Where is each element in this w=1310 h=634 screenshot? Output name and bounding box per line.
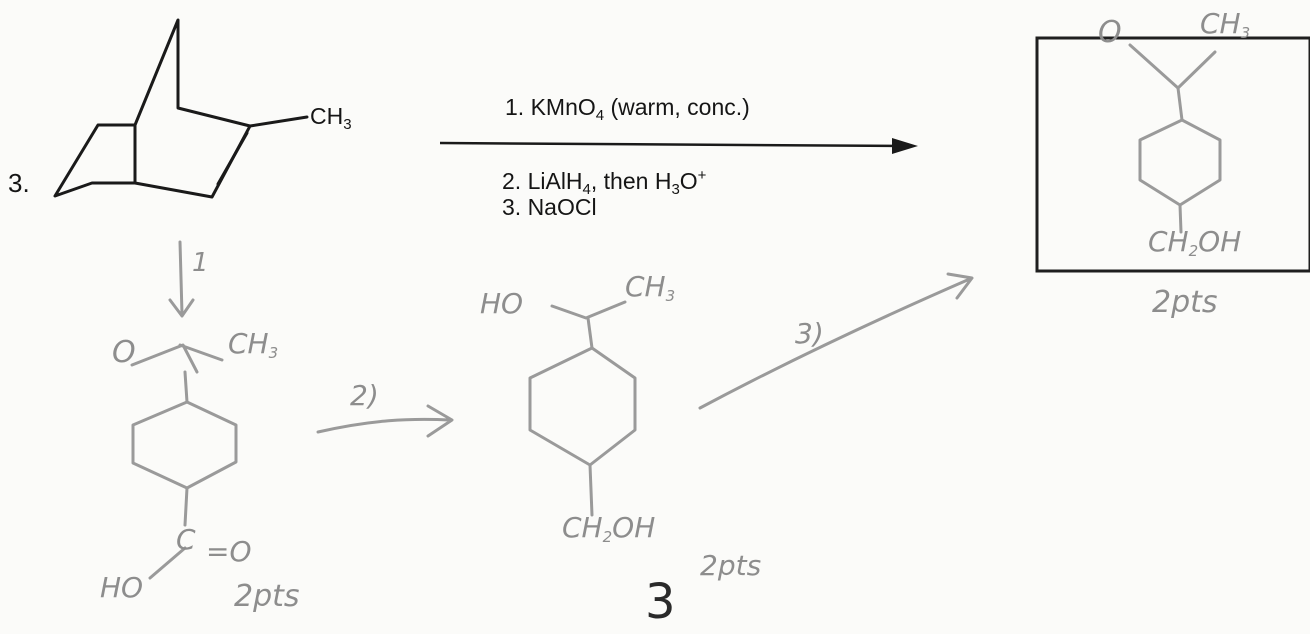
acid-oh-bond [148,546,187,580]
reagent-step3: 3. NaOCl [502,194,597,220]
problem-number: 3. [8,168,30,198]
ring1-top-bond [183,370,189,404]
ring2-hexagon [528,346,637,467]
intermediate1-structure [130,343,238,580]
product-carbonyl-bonds [1128,43,1217,90]
int1-points: 2pts [234,579,300,614]
step3-arrow-label: 3) [795,317,824,350]
step3-arrow [698,272,974,410]
ring2-top-bond [586,316,594,350]
step1-down-arrow [168,240,195,318]
reaction-arrow [439,138,918,154]
step1-arrow-label: 1 [192,248,209,278]
int1-ketone-o: O [112,335,136,370]
int1-acid-o: =O [206,535,252,568]
step2-arrow-label: 2) [350,379,379,412]
product-ring-hexagon [1138,118,1222,207]
bicyclooctene-structure [53,18,309,199]
int1-ho-label: HO [100,571,144,604]
product-ring-bottom-bond [1178,203,1183,234]
product-ch3-label: CH3 [1200,7,1251,42]
reagent-step1: 1. KMnO4 (warm, conc.) [505,94,750,124]
methyl-label: CH3 [310,103,352,133]
product-points: 2pts [1152,285,1218,320]
ring1-bottom-bond [183,486,189,527]
int1-ch3-label: CH3 [228,327,279,362]
int1-carbonyl-c: C [176,523,196,556]
int2-points: 2pts [700,549,762,582]
int2-ch3-label: CH3 [625,270,676,305]
ring-lower-left-bonds [53,123,137,198]
product-ch2oh-label: CH2OH [1148,225,1242,260]
int2-label: 3 [645,574,676,630]
ring1-hexagon [131,400,238,490]
step2-arrow [316,404,454,438]
methyl-bond [248,115,309,128]
int2-ho-label: HO [480,287,524,320]
product-ring-top-bond [1176,86,1184,122]
double-bond-inner-line [216,131,249,186]
ketone-methyl-bond [178,343,224,362]
alcohol-bonds [550,300,627,320]
answer-box [1035,36,1310,273]
intermediate2-structure [528,300,637,517]
ring-main-bonds [133,18,252,199]
product-structure [1128,43,1222,234]
product-o: O [1098,15,1122,50]
ring2-bottom-bond [588,463,594,517]
int2-ch2oh-label: CH2OH [562,511,656,546]
reagent-step2: 2. LiAlH4, then H3O+ [502,167,707,198]
